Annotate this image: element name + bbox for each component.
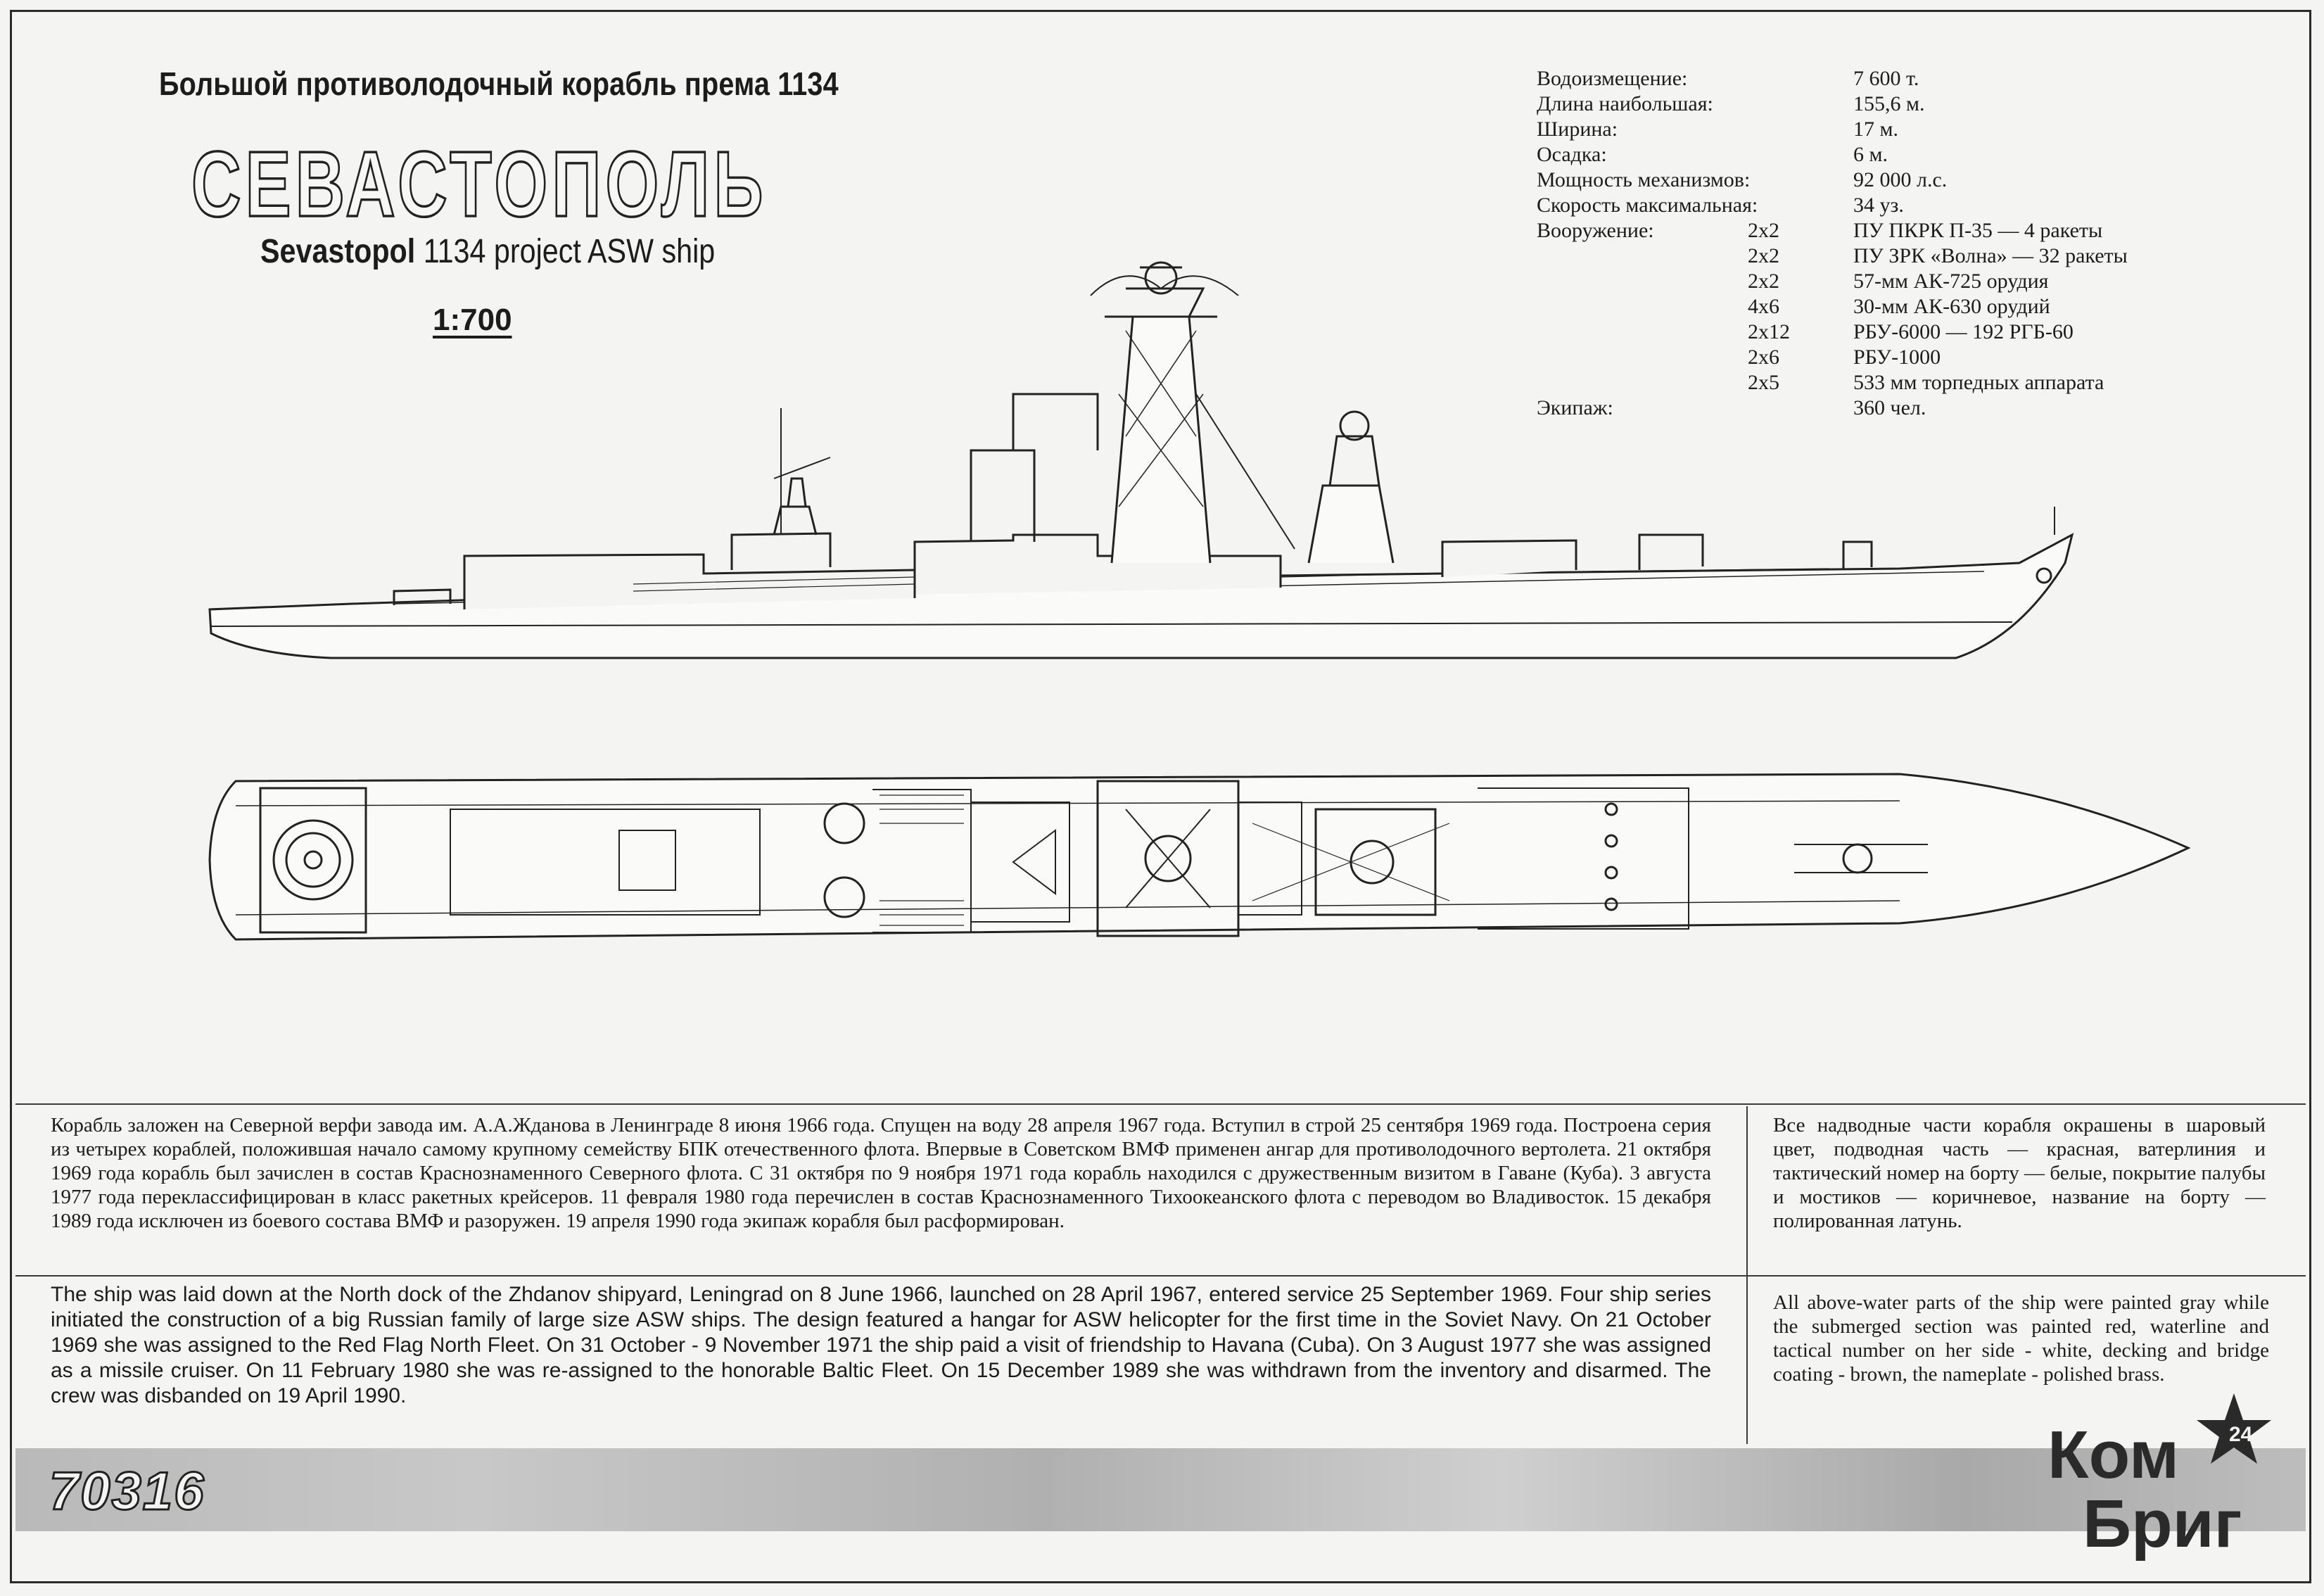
weapon-qty: 2x6 — [1748, 346, 1779, 369]
crew-value: 360 чел. — [1853, 396, 1926, 419]
ship-name-title: СЕВАСТОПОЛЬ — [191, 131, 768, 237]
crew-label: Экипаж: — [1537, 396, 1613, 419]
spec-label: Осадка: — [1537, 143, 1607, 166]
logo-mark: 24 — [2229, 1423, 2253, 1446]
weapon-value: РБУ-6000 — 192 РГБ-60 — [1853, 320, 2074, 343]
weapon-value: 30-мм АК-630 орудий — [1853, 295, 2050, 318]
weapons-label: Вооружение: — [1537, 219, 1654, 242]
spec-label: Водоизмещение: — [1537, 67, 1688, 90]
subtitle-russian: Большой противолодочный корабль према 11… — [159, 65, 839, 102]
weapon-qty: 2x2 — [1748, 244, 1779, 267]
weapon-qty: 2x5 — [1748, 371, 1779, 394]
spec-value: 34 уз. — [1853, 194, 1904, 217]
spec-label: Длина наибольшая: — [1537, 92, 1713, 115]
spec-value: 92 000 л.с. — [1853, 168, 1948, 191]
weapon-value: РБУ-1000 — [1853, 346, 1941, 369]
ship-side-profile-drawing — [208, 261, 2074, 659]
spec-value: 6 м. — [1853, 143, 1888, 166]
weapon-qty: 4x6 — [1748, 295, 1779, 318]
weapon-value: 533 мм торпедных аппарата — [1853, 371, 2104, 394]
paint-text-russian: Все надводные части корабля окрашены в ш… — [1773, 1114, 2266, 1232]
history-text-english: The ship was laid down at the North dock… — [51, 1283, 1711, 1407]
weapon-qty: 2x12 — [1748, 320, 1790, 343]
catalog-number: 70316 — [48, 1461, 205, 1523]
footer-band — [15, 1448, 2306, 1531]
paint-text-english: All above-water parts of the ship were p… — [1773, 1291, 2269, 1386]
weapon-value: 57-мм АК-725 орудия — [1853, 270, 2049, 293]
weapon-value: ПУ ЗРК «Волна» — 32 ракеты — [1853, 244, 2128, 267]
divider-top — [15, 1103, 2306, 1105]
spec-value: 17 м. — [1853, 118, 1898, 141]
spec-label: Ширина: — [1537, 118, 1618, 141]
spec-value: 155,6 м. — [1853, 92, 1925, 115]
column-divider — [1746, 1106, 1748, 1444]
scale-label: 1:700 — [433, 303, 512, 337]
history-text-russian: Корабль заложен на Северной верфи завода… — [51, 1114, 1711, 1232]
weapon-qty: 2x2 — [1748, 270, 1779, 293]
logo-bottom-word: Бриг — [2083, 1486, 2242, 1562]
page-frame — [10, 10, 2311, 1583]
weapon-qty: 2x2 — [1748, 219, 1779, 242]
spec-label: Скорость максимальная: — [1537, 194, 1758, 217]
spec-label: Мощность механизмов: — [1537, 168, 1751, 191]
star-icon — [2197, 1393, 2271, 1464]
divider-middle — [15, 1275, 2306, 1277]
subtitle-english-name: Sevastopol — [260, 233, 416, 270]
subtitle-english-rest: 1134 project ASW ship — [415, 233, 716, 270]
kombrig-logo: 24 Ком Бриг — [2047, 1393, 2271, 1562]
spec-value: 7 600 т. — [1853, 67, 1919, 90]
logo-top-word: Ком — [2047, 1417, 2179, 1493]
ship-top-plan-drawing — [208, 773, 2191, 941]
subtitle-english: Sevastopol 1134 project ASW ship — [260, 232, 715, 271]
weapon-value: ПУ ПКРК П-35 — 4 ракеты — [1853, 219, 2103, 242]
